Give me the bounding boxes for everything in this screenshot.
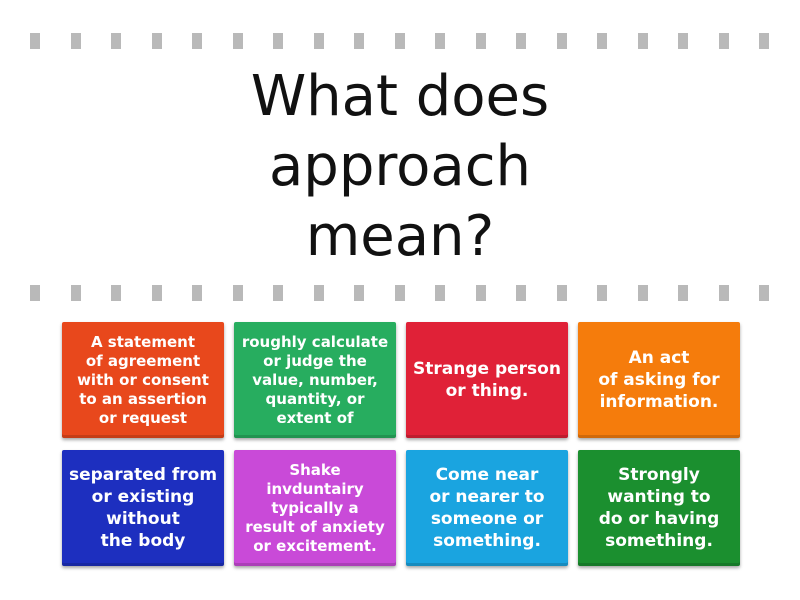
answer-card-8-label: Strongly wanting to do or having somethi…	[598, 465, 720, 551]
divider-dash	[70, 285, 81, 301]
divider-dash	[313, 285, 324, 301]
answer-card-8[interactable]: Strongly wanting to do or having somethi…	[578, 450, 740, 566]
divider-dash	[151, 33, 162, 49]
divider-dash	[759, 33, 769, 49]
divider-dash	[313, 33, 324, 49]
divider-dash	[556, 33, 567, 49]
divider-dash	[597, 285, 607, 301]
divider-dash	[273, 285, 283, 301]
middle-divider	[0, 285, 800, 301]
answer-card-5-label: separated from or existing without the b…	[68, 465, 218, 551]
divider-dash	[759, 285, 769, 301]
divider-dash	[232, 285, 243, 301]
answer-card-2-label: roughly calculate or judge the value, nu…	[241, 332, 389, 427]
divider-dash	[435, 285, 445, 301]
answer-card-4[interactable]: An act of asking for information.	[578, 322, 740, 438]
divider-dash	[111, 285, 121, 301]
divider-dash	[475, 33, 486, 49]
divider-dash	[637, 285, 648, 301]
answer-card-3-label: Strange person or thing.	[413, 359, 561, 401]
answer-card-5[interactable]: separated from or existing without the b…	[62, 450, 224, 566]
divider-dash	[718, 33, 729, 49]
answer-card-4-label: An act of asking for information.	[598, 348, 720, 412]
divider-dash	[354, 285, 364, 301]
divider-dash	[475, 285, 486, 301]
question-title: What does approach mean?	[150, 62, 650, 272]
top-divider	[0, 33, 800, 49]
answer-card-1[interactable]: A statement of agreement with or consent…	[62, 322, 224, 438]
answer-card-3[interactable]: Strange person or thing.	[406, 322, 568, 438]
answer-card-7[interactable]: Come near or nearer to someone or someth…	[406, 450, 568, 566]
divider-dash	[637, 33, 648, 49]
divider-dash	[718, 285, 729, 301]
divider-dash	[678, 33, 688, 49]
divider-dash	[394, 33, 405, 49]
answer-card-6[interactable]: Shake invduntairy typically a result of …	[234, 450, 396, 566]
question-text: What does approach mean?	[250, 64, 550, 269]
answer-card-6-label: Shake invduntairy typically a result of …	[245, 460, 385, 555]
answer-card-1-label: A statement of agreement with or consent…	[77, 332, 209, 427]
divider-dash	[597, 33, 607, 49]
divider-dash	[516, 33, 526, 49]
divider-dash	[30, 285, 40, 301]
divider-dash	[192, 285, 202, 301]
divider-dash	[111, 33, 121, 49]
divider-dash	[70, 33, 81, 49]
divider-dash	[556, 285, 567, 301]
divider-dash	[678, 285, 688, 301]
divider-dash	[151, 285, 162, 301]
divider-dash	[192, 33, 202, 49]
divider-dash	[516, 285, 526, 301]
divider-dash	[273, 33, 283, 49]
divider-dash	[394, 285, 405, 301]
answer-card-7-label: Come near or nearer to someone or someth…	[429, 465, 545, 551]
divider-dash	[30, 33, 40, 49]
divider-dash	[435, 33, 445, 49]
divider-dash	[354, 33, 364, 49]
answer-grid: A statement of agreement with or consent…	[62, 322, 740, 566]
divider-dash	[232, 33, 243, 49]
answer-card-2[interactable]: roughly calculate or judge the value, nu…	[234, 322, 396, 438]
